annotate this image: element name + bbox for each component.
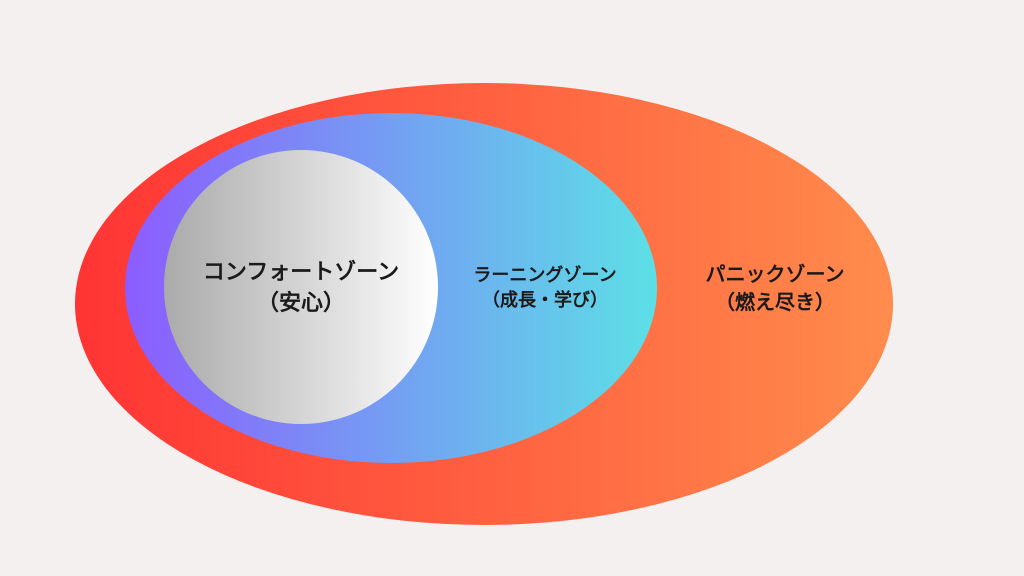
comfort-zone-circle: [164, 150, 438, 424]
panic-zone-title: パニックゾーン: [705, 262, 845, 286]
learning-zone-subtitle: （成長・学び）: [482, 290, 608, 311]
learning-zone-label: ラーニングゾーン （成長・学び）: [473, 263, 616, 313]
comfort-zone-subtitle: （安心）: [256, 291, 345, 316]
comfort-zone-title: コンフォートゾーン: [202, 260, 400, 286]
learning-zone-title: ラーニングゾーン: [473, 264, 617, 286]
panic-zone-label: パニックゾーン （燃え尽き）: [706, 260, 845, 316]
comfort-zone-label: コンフォートゾーン （安心）: [203, 258, 399, 320]
panic-zone-subtitle: （燃え尽き）: [715, 290, 835, 314]
